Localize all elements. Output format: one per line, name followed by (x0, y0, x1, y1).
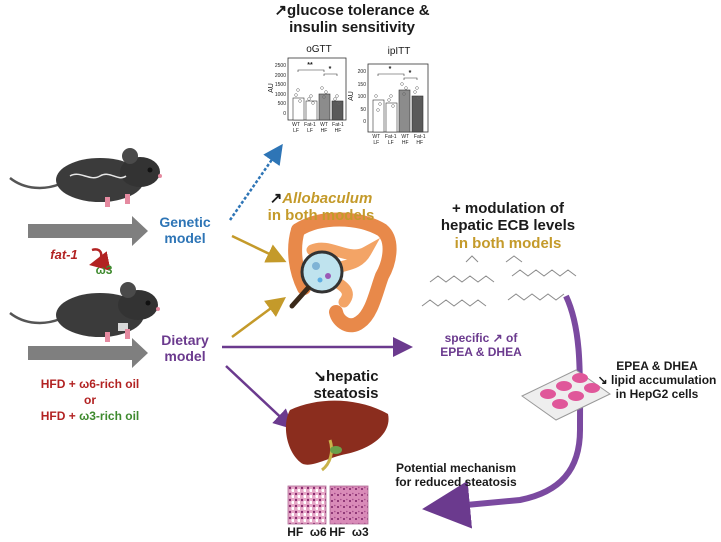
ogtt-sig-1: ** (307, 62, 313, 69)
ogtt-title: oGTT (306, 44, 332, 55)
ipitt-sig-bracket-1 (377, 73, 405, 76)
ogtt-bar-wt-hf (318, 93, 331, 121)
dietary-mouse-illustration (9, 282, 160, 342)
genetic-gray-arrow (28, 216, 148, 246)
ipitt-bar-fat1-hf (411, 95, 424, 133)
dietary-to-gut-arrow (231, 297, 287, 339)
ipitt-sig-1: * (388, 66, 392, 73)
ogtt-points (294, 86, 341, 105)
ogtt-bar-fat1-hf (331, 100, 344, 121)
histology-hf-omega6 (287, 485, 327, 525)
histology-label-omega6: HF ω6 (287, 525, 327, 539)
histology-hf-omega3 (329, 485, 369, 525)
ogtt-yticks: 2500 2000 1500 1000 500 0 (274, 63, 286, 117)
fat1-gene-label: fat-1 (50, 247, 78, 262)
dietary-model-label: Dietary model (161, 332, 209, 365)
ipitt-sig-bracket-2 (403, 77, 418, 80)
ecb-heading: + modulation of hepatic ECB levels in bo… (440, 200, 576, 252)
ogtt-bars (292, 93, 344, 121)
ogtt-sig-2: * (328, 66, 332, 73)
genetic-model-label: Genetic model (159, 214, 211, 247)
ipitt-panel (367, 63, 429, 133)
dhea-molecule-icon (505, 255, 577, 301)
ipitt-bar-fat1-lf (385, 102, 398, 133)
ipitt-xticks: WT LF Fat-1 LF WT HF Fat-1 HF (372, 134, 426, 146)
magnifier-icon (289, 250, 344, 309)
ipitt-title: ipITT (387, 46, 411, 57)
genetic-to-gut-arrow (231, 234, 287, 263)
dietary-gray-arrow (28, 338, 148, 368)
diet-options: HFD + ω6-rich oil or HFD + ω3-rich oil (20, 376, 160, 424)
specific-epea-dhea-label: specific ↗ of EPEA & DHEA (440, 331, 522, 359)
ogtt-xticks: WT LF Fat-1 LF WT HF Fat-1 HF (292, 122, 344, 134)
ogtt-sig-bracket-2 (323, 73, 338, 76)
gut-illustration (288, 212, 397, 333)
ipitt-bar-wt-lf (372, 99, 385, 133)
ipitt-points (374, 82, 421, 112)
fat1-curved-arrow (89, 248, 111, 271)
genetic-mouse-illustration (9, 148, 162, 207)
up-arrow-glyph: ↗ (274, 2, 288, 19)
mechanism-label: Potential mechanism for reduced steatosi… (395, 461, 517, 489)
omega3-product-label: ω3 (95, 263, 113, 277)
hepg2-plate-icon (521, 369, 611, 421)
allobaculum-heading: ↗Allobaculum in both models (267, 190, 375, 225)
dietary-to-liver-arrow (225, 365, 294, 430)
ogtt-bar-wt-lf (292, 97, 305, 121)
ogtt-panel (287, 57, 347, 121)
liver-illustration (285, 400, 389, 472)
ipitt-bar-wt-hf (398, 89, 411, 133)
diet-option-omega6: HFD + ω6-rich oil (40, 377, 140, 391)
ipitt-axes (367, 63, 429, 133)
ogtt-sig-bracket-1 (297, 69, 325, 72)
diet-option-omega3: HFD + ω3-rich oil (40, 409, 140, 423)
epea-dhea-effect-label: EPEA & DHEA ↘ lipid accumulation in HepG… (597, 359, 717, 401)
ipitt-sig-2: * (408, 70, 412, 77)
glucose-heading: ↗glucose tolerance & insulin sensitivity (274, 2, 430, 37)
epea-molecule-icon (421, 255, 495, 307)
steatosis-heading: ↘hepatic steatosis (313, 368, 379, 403)
ogtt-bar-fat1-lf (305, 100, 318, 121)
histology-label-omega3: HF ω3 (329, 525, 369, 539)
ipitt-bars (372, 89, 424, 133)
mechanism-curved-arrow (422, 294, 584, 529)
ipitt-yticks: 200 150 100 50 0 (357, 69, 366, 125)
diet-or: or (84, 393, 96, 407)
